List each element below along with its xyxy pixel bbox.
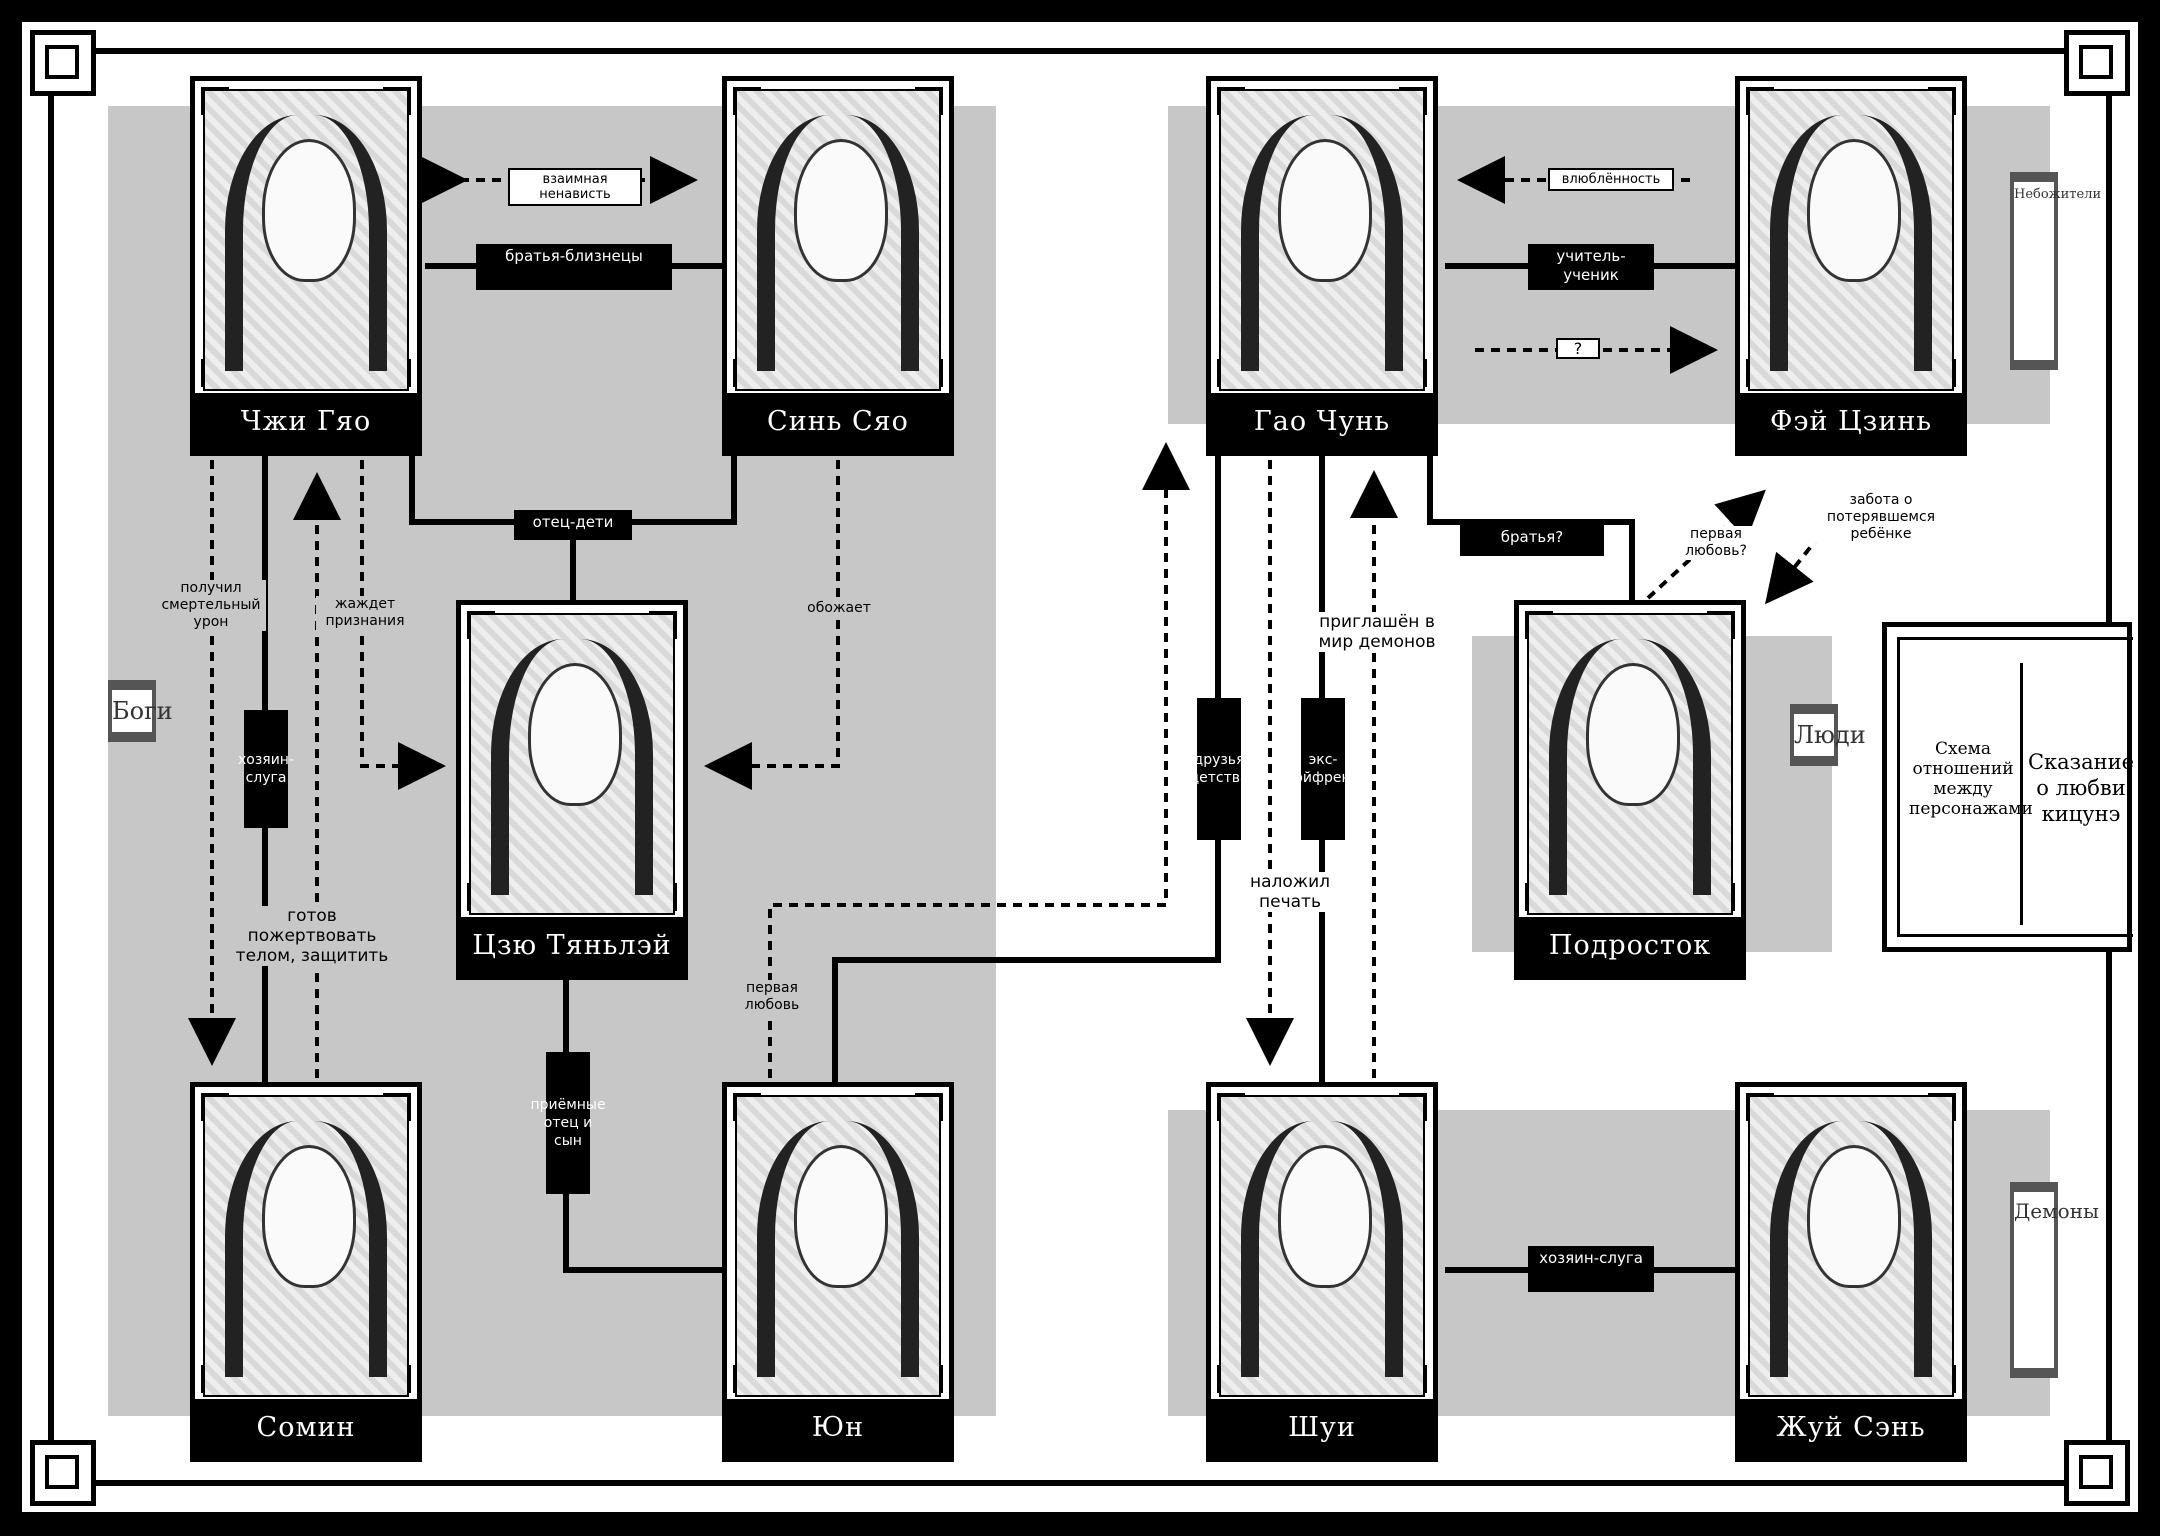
relation-label-sealed: наложил печать xyxy=(1240,872,1340,912)
character-portrait xyxy=(469,613,675,915)
relation-label-first-love-question: первая любовь? xyxy=(1664,526,1768,560)
character-name: Фэй Цзинь xyxy=(1740,393,1962,451)
character-card-zhui-sen: Жуй Сэнь xyxy=(1735,1082,1967,1462)
relation-label-craves-recognition: жаждет признания xyxy=(316,596,414,630)
relation-label-in-love: влюблённость xyxy=(1548,168,1674,191)
relation-label-teacher-student: учитель-ученик xyxy=(1528,244,1654,290)
character-card-somin: Сомин xyxy=(190,1082,422,1462)
relation-label-fatal-wound: получил смертельный урон xyxy=(156,580,266,631)
character-name: Цзю Тяньлэй xyxy=(461,917,683,975)
character-portrait xyxy=(1748,89,1954,391)
character-name: Гао Чунь xyxy=(1211,393,1433,451)
character-name: Сомин xyxy=(195,1399,417,1457)
character-portrait xyxy=(1219,89,1425,391)
title-divider xyxy=(2020,663,2023,925)
character-name: Подросток xyxy=(1519,917,1741,975)
relation-label-first-love: первая любовь xyxy=(722,980,822,1014)
character-name: Чжи Гяо xyxy=(195,393,417,451)
group-tag-celestials: Небожители xyxy=(2010,172,2101,370)
relation-label-invited: приглашён в мир демонов xyxy=(1318,612,1436,652)
relation-label-care-child: забота о потерявшемся ребёнке xyxy=(1796,492,1966,543)
group-tag-demons: Демоны xyxy=(2010,1182,2099,1378)
relation-label-ex-boyfriend: экс-бойфренд xyxy=(1286,698,1360,840)
character-portrait xyxy=(203,89,409,391)
relation-label-mutual-hatred: взаимная ненависть xyxy=(508,168,642,206)
character-card-podrostok: Подросток xyxy=(1514,600,1746,980)
character-portrait xyxy=(735,89,941,391)
relation-label-brothers-question: братья? xyxy=(1460,520,1604,556)
relation-label-adoptive: приёмные отец и сын xyxy=(530,1052,606,1194)
diagram-subtitle: Схема отношений между персонажами xyxy=(1909,739,2033,819)
character-card-izyu-tyanlei: Цзю Тяньлэй xyxy=(456,600,688,980)
frame-corner-ornament xyxy=(2064,30,2130,96)
relation-label-father-children: отец-дети xyxy=(514,510,632,540)
relation-label-childhood-friends: друзья детства xyxy=(1189,698,1249,840)
character-card-gao-chun: Гао Чунь xyxy=(1206,76,1438,456)
frame-corner-ornament xyxy=(30,1440,96,1506)
frame-corner-ornament xyxy=(2064,1440,2130,1506)
character-portrait xyxy=(1748,1095,1954,1397)
character-name: Шуи xyxy=(1211,1399,1433,1457)
character-portrait xyxy=(735,1095,941,1397)
character-card-sin-syao: Синь Сяо xyxy=(722,76,954,456)
character-name: Синь Сяо xyxy=(727,393,949,451)
character-name: Юн xyxy=(727,1399,949,1457)
character-card-fei-izin: Фэй Цзинь xyxy=(1735,76,1967,456)
relation-label-master-servant-2: хозяин-слуга xyxy=(1528,1246,1654,1292)
diagram-title: Сказание о любви кицунэ xyxy=(2027,750,2135,826)
character-card-shui: Шуи xyxy=(1206,1082,1438,1462)
relation-label-twins: братья-близнецы xyxy=(476,244,672,290)
character-card-yun: Юн xyxy=(722,1082,954,1462)
relation-label-question: ? xyxy=(1556,338,1600,359)
character-portrait xyxy=(1219,1095,1425,1397)
character-portrait xyxy=(1527,613,1733,915)
character-portrait xyxy=(203,1095,409,1397)
diagram-title-box: Схема отношений между персонажами Сказан… xyxy=(1882,622,2135,952)
character-name: Жуй Сэнь xyxy=(1740,1399,1962,1457)
character-card-zhi-gyao: Чжи Гяо xyxy=(190,76,422,456)
relation-label-adores: обожает xyxy=(784,600,894,617)
group-tag-gods: Боги xyxy=(108,680,173,742)
relation-label-master-servant-1: хозяин-слуга xyxy=(238,710,294,828)
relation-label-ready-sacrifice: готов пожертвовать телом, защитить xyxy=(232,906,392,966)
frame-corner-ornament xyxy=(30,30,96,96)
group-tag-people: Люди xyxy=(1790,704,1866,766)
